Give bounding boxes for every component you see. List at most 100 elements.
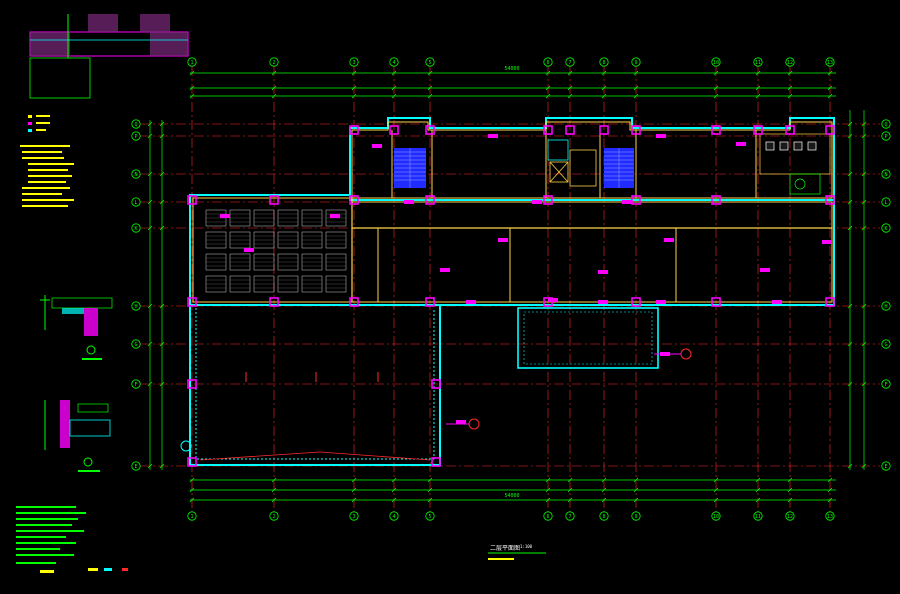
axis-bottom-9-circle [631,511,641,521]
stair-left [394,148,426,188]
axis-right-H[interactable]: H [881,301,891,311]
axis-bottom-1[interactable]: 1 [187,511,197,521]
axis-right-Q[interactable]: Q [881,119,891,129]
column-12 [269,195,279,205]
column-19 [187,297,197,307]
column-27 [187,379,197,389]
axis-bottom-3-label: 3 [352,514,355,520]
axis-top-1-label: 1 [190,60,193,66]
axis-bottom-3[interactable]: 3 [349,511,359,521]
axis-top-8[interactable]: 8 [599,57,609,67]
column-22 [425,297,435,307]
column-28 [187,457,197,467]
axis-bottom-13[interactable]: 13 [825,511,835,521]
room-tag-7 [466,300,476,304]
axis-right-L[interactable]: L [881,197,891,207]
axis-right-P[interactable]: P [881,131,891,141]
axis-left-H-circle [131,301,141,311]
axis-left-P-label: P [134,134,137,140]
axis-top-12[interactable]: 12 [785,57,795,67]
axis-bottom-11[interactable]: 11 [753,511,763,521]
axis-right-N-circle [881,169,891,179]
axis-left-G[interactable]: G [131,339,141,349]
axis-left-E[interactable]: E [131,461,141,471]
axis-bottom-6[interactable]: 6 [543,511,553,521]
column-21 [349,297,359,307]
axis-right-K[interactable]: K [881,223,891,233]
room-tag-17 [456,420,466,424]
axis-left-N[interactable]: N [131,169,141,179]
axis-top-13-label: 13 [827,60,833,66]
axis-top-7[interactable]: 7 [565,57,575,67]
axis-top-2-label: 2 [272,60,275,66]
room-tag-10 [772,300,782,304]
axis-left-K[interactable]: K [131,223,141,233]
axis-left-F[interactable]: F [131,379,141,389]
axis-left-N-label: N [134,172,137,178]
axis-bottom-12[interactable]: 12 [785,511,795,521]
room-tag-16 [244,248,254,252]
axis-top-4[interactable]: 4 [389,57,399,67]
room-tag-15 [330,214,340,218]
axis-top-9-label: 9 [634,60,637,66]
axis-bottom-8-circle [599,511,609,521]
axis-left-Q[interactable]: Q [131,119,141,129]
section-detail-2 [44,400,111,472]
room-tag-13 [622,200,632,204]
room-tag-22 [822,240,832,244]
axis-top-12-label: 12 [787,60,793,66]
column-0 [349,125,359,135]
axis-bottom-4[interactable]: 4 [389,511,399,521]
dimension-chains [147,70,867,503]
axis-bottom-10-label: 10 [713,514,719,520]
axis-right-F-label: F [884,382,887,388]
axis-top-2[interactable]: 2 [269,57,279,67]
room-dividers [377,130,757,302]
axis-top-13[interactable]: 13 [825,57,835,67]
axis-top-6[interactable]: 6 [543,57,553,67]
axis-right-K-label: K [884,226,887,232]
axis-bottom-7[interactable]: 7 [565,511,575,521]
lecture-seating [205,209,347,293]
axis-right-H-circle [881,301,891,311]
axis-top-11[interactable]: 11 [753,57,763,67]
axis-top-10[interactable]: 10 [711,57,721,67]
axis-right-N[interactable]: N [881,169,891,179]
column-18 [825,195,835,205]
axis-bottom-10[interactable]: 10 [711,511,721,521]
axis-top-5[interactable]: 5 [425,57,435,67]
room-tag-14 [220,214,230,218]
column-14 [425,195,435,205]
axis-right-P-label: P [884,134,887,140]
axis-right-G-circle [881,339,891,349]
axis-bottom-5-circle [425,511,435,521]
room-tag-6 [760,268,770,272]
room-tag-5 [598,270,608,274]
axis-right-F[interactable]: F [881,379,891,389]
axis-left-G-label: G [134,342,137,348]
axis-top-9[interactable]: 9 [631,57,641,67]
axis-right-G[interactable]: G [881,339,891,349]
axis-bottom-9-label: 9 [634,514,637,520]
axis-bottom-9[interactable]: 9 [631,511,641,521]
axis-right-E[interactable]: E [881,461,891,471]
axis-right-L-circle [881,197,891,207]
axis-bottom-5[interactable]: 5 [425,511,435,521]
axis-bottom-12-label: 12 [787,514,793,520]
axis-bottom-8[interactable]: 8 [599,511,609,521]
axis-right-E-label: E [884,464,887,470]
axis-right-Q-label: Q [884,122,887,128]
axis-bottom-2-label: 2 [272,514,275,520]
axis-left-P[interactable]: P [131,131,141,141]
drawing-title-block: 二层平面图 1:100 [488,544,546,560]
axis-bottom-2[interactable]: 2 [269,511,279,521]
axis-top-7-label: 7 [568,60,571,66]
axis-right-F-circle [881,379,891,389]
axis-bottom-13-circle [825,511,835,521]
axis-top-13-circle [825,57,835,67]
axis-top-3[interactable]: 3 [349,57,359,67]
axis-left-H[interactable]: H [131,301,141,311]
axis-top-1[interactable]: 1 [187,57,197,67]
axis-left-L[interactable]: L [131,197,141,207]
